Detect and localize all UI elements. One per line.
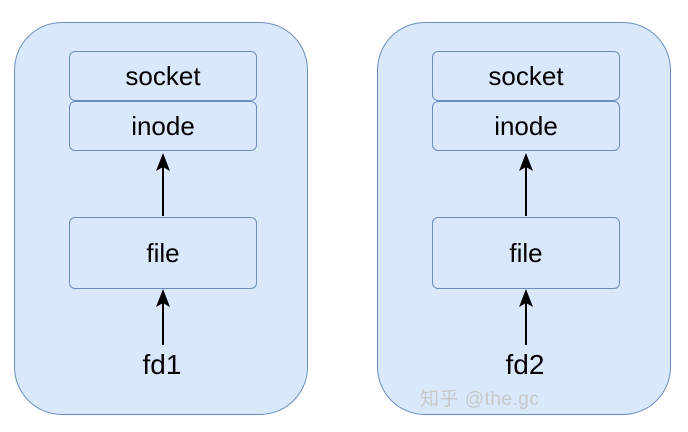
process-container-1: socket inode file fd1	[14, 22, 308, 415]
fd-to-file-arrowhead	[156, 289, 170, 307]
fd-label: fd1	[142, 349, 182, 380]
fd-label: fd2	[505, 349, 545, 380]
file-to-inode-arrowhead	[519, 153, 533, 171]
inode-node: inode	[432, 101, 620, 151]
process-container-2: socket inode file fd2	[377, 22, 671, 415]
socket-node: socket	[432, 51, 620, 101]
file-to-inode-arrowhead	[156, 153, 170, 171]
fd-to-file-arrowhead	[519, 289, 533, 307]
file-node: file	[69, 217, 257, 289]
watermark-text: 知乎 @the.gc	[420, 389, 540, 410]
socket-node: socket	[69, 51, 257, 101]
file-node: file	[432, 217, 620, 289]
inode-node: inode	[69, 101, 257, 151]
